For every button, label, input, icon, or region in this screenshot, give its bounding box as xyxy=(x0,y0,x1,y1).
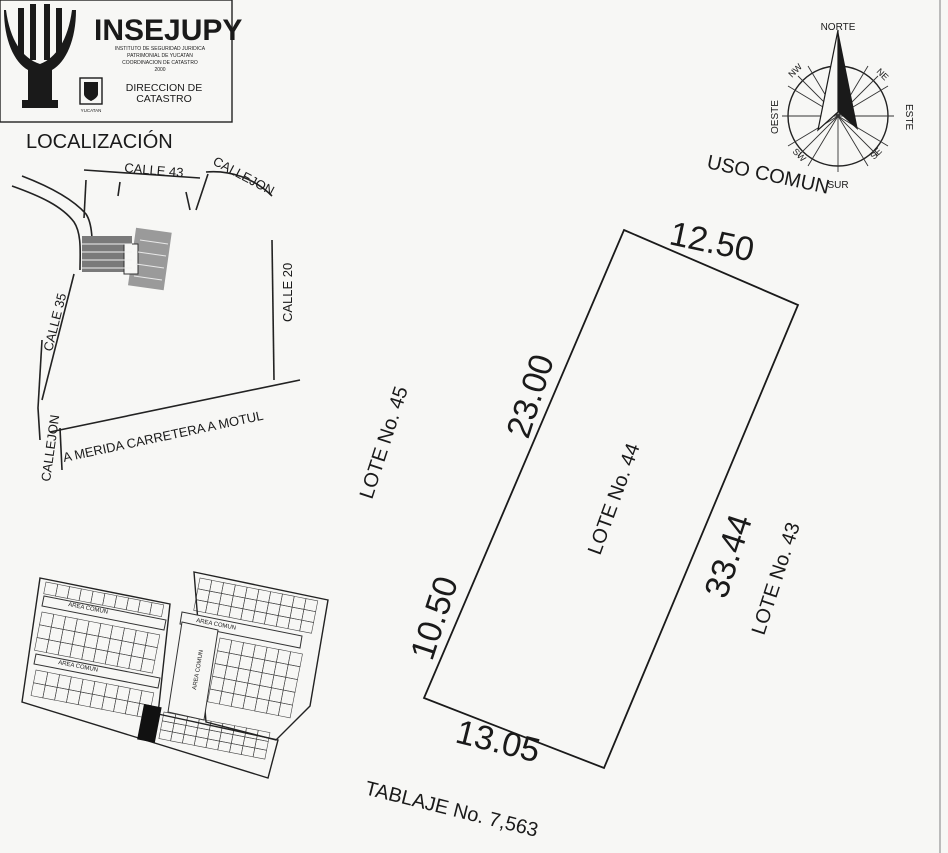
subdivision-lot-cell xyxy=(229,743,244,755)
compass-nw: NW xyxy=(786,61,804,79)
street-calle-20: CALLE 20 xyxy=(280,263,295,322)
org-name: INSEJUPY xyxy=(94,14,242,47)
subdivision-lot-cell xyxy=(277,702,293,719)
subdivision-lot-cell xyxy=(287,651,303,668)
subdivision-lot-cell xyxy=(142,645,158,661)
compass-south: SUR xyxy=(827,180,848,191)
org-fine-print-1: INSTITUTO DE SEGURIDAD JURIDICA xyxy=(115,46,206,52)
neighbor-west: LOTE No. 45 xyxy=(356,384,413,502)
street-callejon-top: CALLEJON xyxy=(211,153,277,198)
subdivision-lot-cell xyxy=(240,745,256,758)
location-inset-map: CALLE 43 CALLEJON CALLE 20 CALLE 35 CALL… xyxy=(11,153,301,483)
subdivision-lot-cell xyxy=(182,733,197,746)
subdivision-lot-cell xyxy=(285,664,301,680)
compass-west: OESTE xyxy=(770,100,781,134)
subdivision-lot-cell xyxy=(252,747,267,760)
org-fine-print-3: COORDINACION DE CATASTRO xyxy=(122,60,198,66)
seal-caption: YUCATAN xyxy=(81,108,102,113)
subdivision-lot-cell xyxy=(193,736,209,748)
street-callejon-left: CALLEJON xyxy=(38,414,62,483)
org-fine-print-2: PATRIMONIAL DE YUCATAN xyxy=(127,53,193,59)
dimension-left-lower: 10.50 xyxy=(403,572,465,665)
subdivision-lot-cell xyxy=(240,608,256,623)
department-line-2: CATASTRO xyxy=(136,93,192,105)
subdivision-lot-cell xyxy=(264,612,279,627)
street-calle-35: CALLE 35 xyxy=(40,292,69,353)
location-title: LOCALIZACIÓN xyxy=(26,130,173,153)
subdivision-lot-cell xyxy=(145,632,161,649)
subdivision-lot-cell xyxy=(217,740,232,753)
subdivision-lot-cell xyxy=(140,657,156,674)
dimension-bottom: 13.05 xyxy=(452,713,544,770)
org-fine-print-4: 2000 xyxy=(154,67,165,73)
compass-north: NORTE xyxy=(821,22,856,33)
subdivision-lot-cell xyxy=(205,738,220,751)
north-arrow-compass: NORTE SUR ESTE OESTE NE NW SE SW xyxy=(770,22,914,191)
subdivision-inset-map: AREA COMUN AREA COMUN AREA COMUN AREA CO… xyxy=(21,571,329,779)
subdivision-lot-cell xyxy=(158,729,173,742)
neighbor-south: TABLAJE No. 7,563 xyxy=(363,778,541,842)
insejupy-emblem-icon xyxy=(4,4,76,108)
subdivision-lot-cell xyxy=(299,619,314,634)
street-carretera: A MERIDA CARRETERA A MOTUL xyxy=(62,408,265,465)
state-seal-icon: YUCATAN xyxy=(79,77,103,113)
neighbor-east: LOTE No. 43 xyxy=(748,520,805,638)
header-logo-block: INSEJUPY INSTITUTO DE SEGURIDAD JURIDICA… xyxy=(0,0,242,123)
subdivision-lot-cell xyxy=(280,689,296,706)
subdivision-lot-cell xyxy=(282,676,298,693)
dimension-top: 12.50 xyxy=(666,215,757,270)
subdivision-lot-cell xyxy=(205,601,220,616)
subdivision-lot-cell xyxy=(252,610,267,625)
department-line-1: DIRECCION DE xyxy=(126,82,202,94)
lot-44-plot: LOTE No. 44 12.50 23.00 10.50 13.05 33.4… xyxy=(403,215,800,770)
subdivision-locator-hatch xyxy=(82,227,172,291)
lot-name: LOTE No. 44 xyxy=(584,441,645,558)
highlighted-lot-marker xyxy=(137,704,162,743)
subdivision-lot-cell xyxy=(139,690,155,707)
subdivision-lot-cell xyxy=(149,602,165,618)
compass-east: ESTE xyxy=(903,104,914,130)
compass-ne: NE xyxy=(875,66,891,82)
subdivision-lot-cell xyxy=(170,731,185,744)
street-calle-43: CALLE 43 xyxy=(124,160,184,180)
